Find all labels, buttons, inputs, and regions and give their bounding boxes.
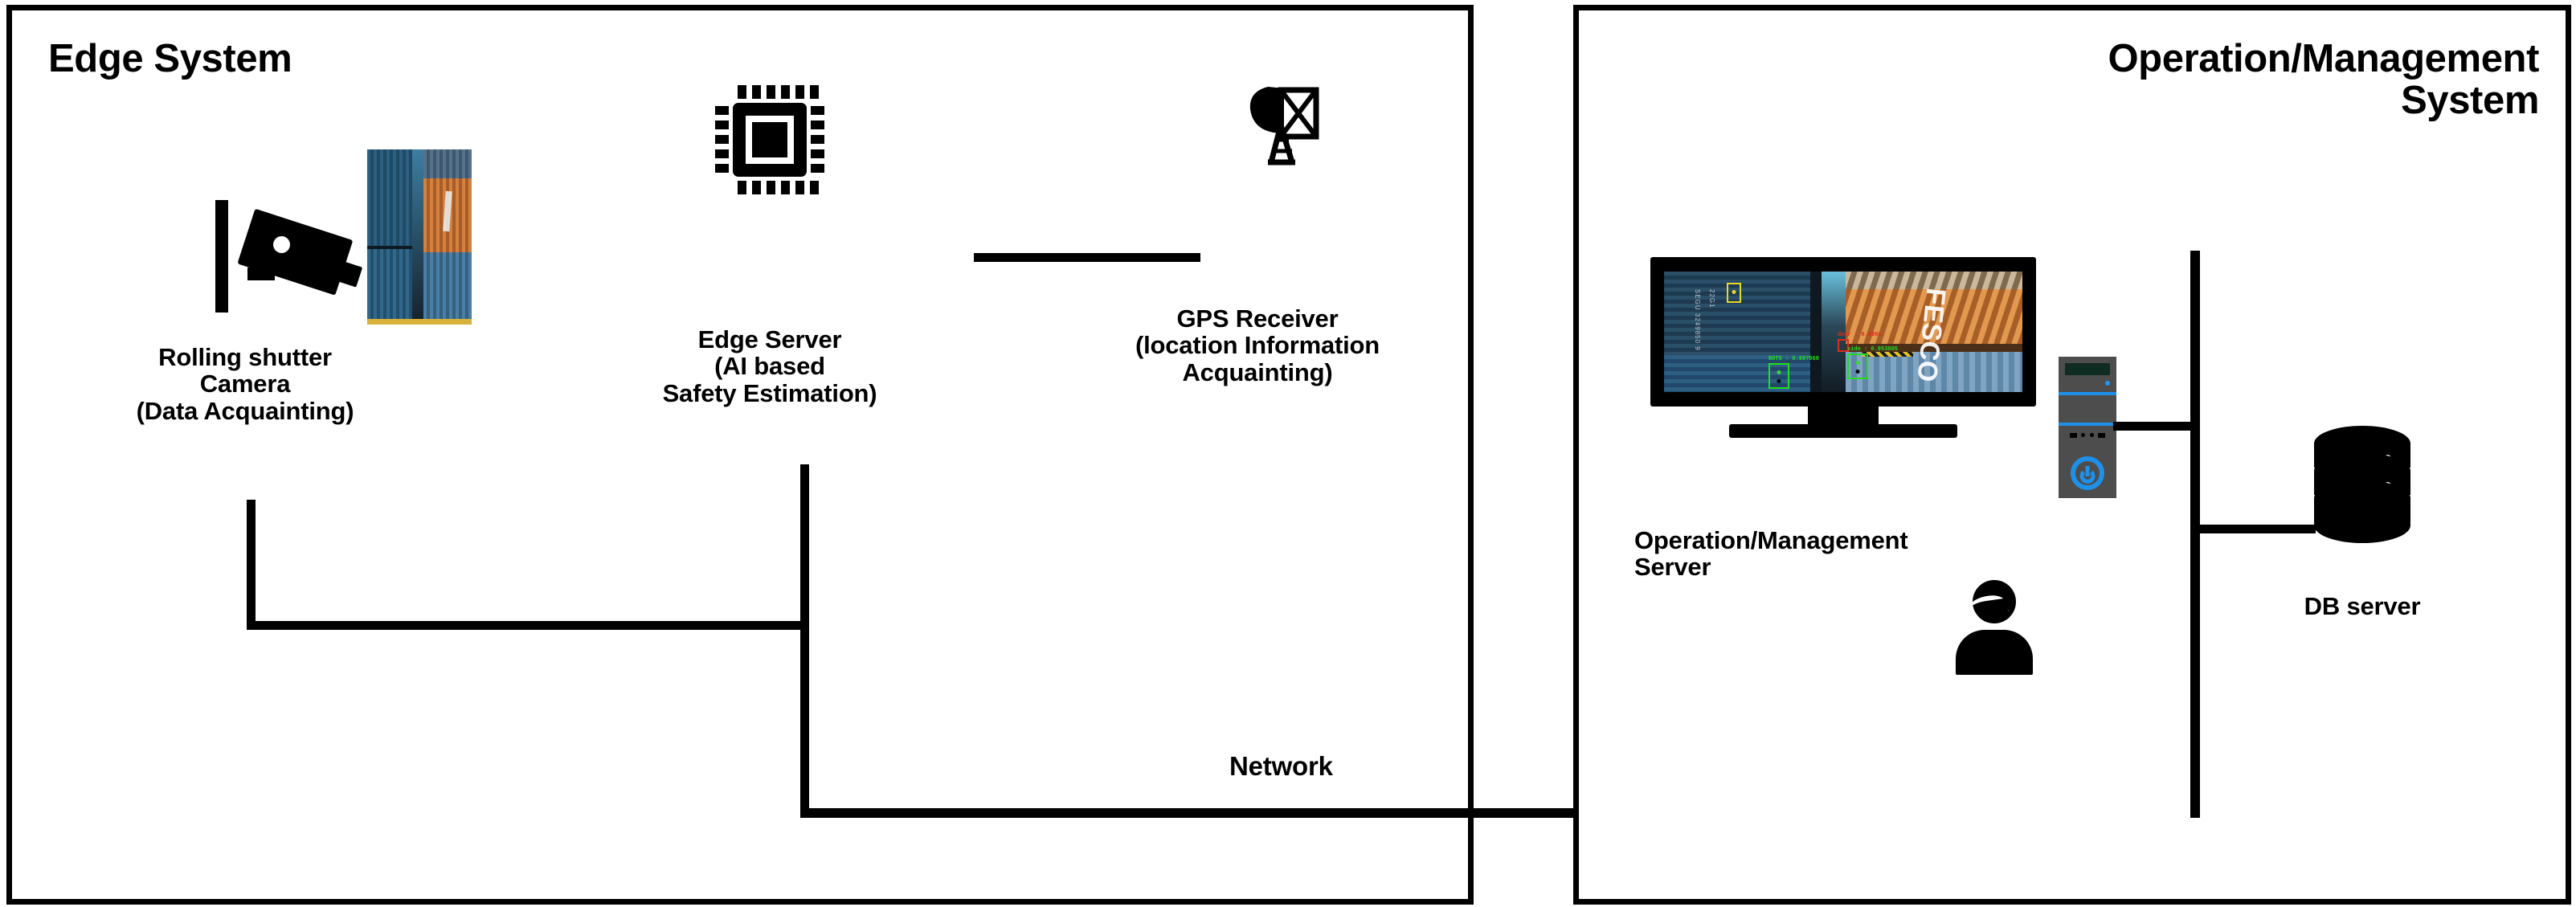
link-camera-drop — [247, 500, 256, 630]
panel-operation-management-system-title: Operation/Management System — [2108, 37, 2539, 122]
person-avatar-icon — [1956, 580, 2033, 675]
db-server-label: DB server — [2304, 592, 2421, 620]
ops-server-label: Operation/Management Server — [1634, 526, 1908, 582]
link-ops-vertical-bus — [2190, 251, 2200, 818]
cctv-camera-icon — [211, 200, 363, 313]
power-button-icon — [2071, 456, 2104, 490]
container-stack-photo — [367, 149, 472, 325]
link-bus-to-db — [2195, 525, 2316, 533]
link-edge-server-to-network — [800, 464, 809, 818]
link-camera-to-bus — [247, 621, 809, 630]
surveillance-feed-screen: FESCO SEGU 3249850 9 22G1 door : 0.9901 … — [1664, 272, 2022, 392]
detection-label-green-1: BOTS : 0.997068 — [1768, 356, 1820, 362]
camera-label: Rolling shutter Camera (Data Acquainting… — [136, 343, 354, 425]
network-label: Network — [1229, 751, 1333, 781]
cpu-chip-icon — [714, 84, 826, 196]
gps-receiver-label: GPS Receiver (location Information Acqua… — [1135, 304, 1380, 386]
detection-box-yellow — [1727, 283, 1741, 303]
detection-label-red: door : 0.9901 — [1838, 332, 1882, 338]
satellite-dish-icon — [1239, 79, 1327, 167]
link-edge-server-to-gps — [974, 253, 1200, 262]
detection-box-green-2: side : 0.953805 — [1847, 346, 1898, 379]
edge-server-label: Edge Server (AI based Safety Estimation) — [662, 325, 877, 407]
pc-tower-icon — [2059, 357, 2116, 498]
panel-edge-system-title: Edge System — [48, 37, 292, 80]
detection-box-red: door : 0.9901 — [1838, 332, 1882, 352]
link-tower-to-bus — [2113, 422, 2195, 431]
database-cylinder-icon — [2314, 426, 2410, 546]
detection-label-green-2: side : 0.953805 — [1847, 346, 1899, 353]
detection-box-green-1: BOTS : 0.997068 — [1768, 356, 1819, 389]
container-logo-text: FESCO — [1911, 286, 1951, 383]
monitor-icon: FESCO SEGU 3249850 9 22G1 door : 0.9901 … — [1650, 257, 2036, 438]
